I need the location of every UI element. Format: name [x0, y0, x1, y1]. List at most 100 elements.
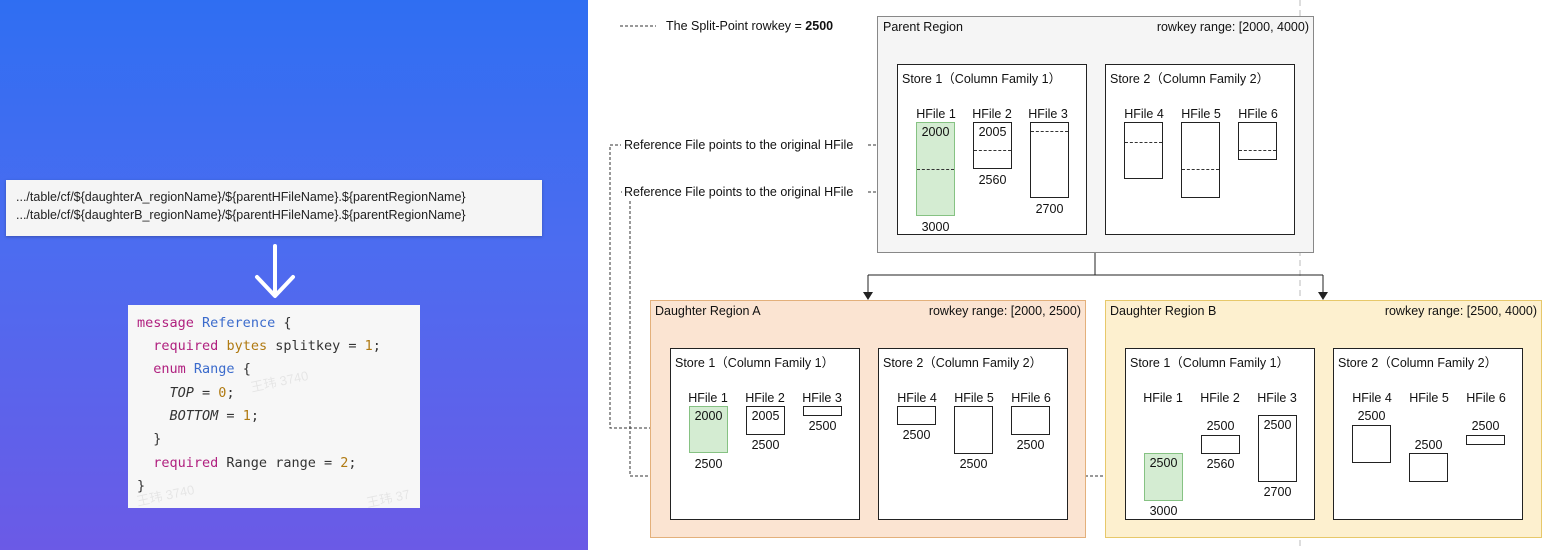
hfile-end-key: 3000	[921, 220, 950, 234]
hfile-6	[1466, 435, 1505, 445]
daughter-b-store-2: Store 2（Column Family 2） HFile 4 HFile 5…	[1333, 348, 1523, 520]
store-title: Store 1（Column Family 1）	[902, 72, 1062, 86]
hfile-label: HFile 5	[1181, 107, 1221, 121]
arrow-to-daughter-a	[863, 292, 873, 300]
hfile-4	[897, 406, 936, 425]
hfile-start-key: 2005	[978, 125, 1007, 139]
code-line-1: message Reference {	[137, 315, 292, 331]
hfile-label: HFile 2	[745, 391, 785, 405]
reference-note-top: Reference File points to the original HF…	[624, 138, 854, 152]
parent-store-1: Store 1（Column Family 1） HFile 1 HFile 2…	[897, 64, 1087, 235]
hfile-end-key: 2560	[978, 173, 1007, 187]
store-title: Store 2（Column Family 2）	[1338, 356, 1498, 370]
hfile-label: HFile 6	[1011, 391, 1051, 405]
path-line-a: .../table/cf/${daughterA_regionName}/${p…	[16, 190, 466, 204]
reference-path-box: .../table/cf/${daughterA_regionName}/${p…	[6, 180, 542, 236]
hfile-start-key: 2500	[1263, 418, 1292, 432]
daughter-b-title: Daughter Region B	[1110, 304, 1217, 318]
split-point-legend: The Split-Point rowkey = 2500	[666, 19, 834, 33]
hfile-4	[1124, 122, 1163, 179]
parent-rowkey-range: rowkey range: [2000, 4000)	[1156, 20, 1309, 34]
hfile-label: HFile 3	[1257, 391, 1297, 405]
hfile-end-key: 3000	[1149, 504, 1178, 518]
hfile-label: HFile 6	[1238, 107, 1278, 121]
hfile-1: 2000	[916, 122, 955, 216]
hfile-3: 2500	[1258, 415, 1297, 482]
arrow-to-daughter-b	[1318, 292, 1328, 300]
hfile-label: HFile 3	[802, 391, 842, 405]
hfile-label: HFile 6	[1466, 391, 1506, 405]
hfile-start-key: 2500	[1149, 456, 1178, 470]
hfile-end-key: 2500	[751, 438, 780, 452]
daughter-b-store-1: Store 1（Column Family 1） HFile 1 HFile 2…	[1125, 348, 1315, 520]
arrow-down-icon	[255, 244, 295, 298]
hfile-5	[1409, 453, 1448, 482]
hfile-1-reference: 2500	[1144, 453, 1183, 501]
code-line-4: TOP = 0;	[169, 385, 235, 401]
hfile-5	[954, 406, 993, 454]
store-title: Store 2（Column Family 2）	[1110, 72, 1270, 86]
parent-store-2: Store 2（Column Family 2） HFile 4 HFile 5…	[1105, 64, 1295, 235]
hfile-end-key: 2500	[808, 419, 837, 433]
store-title: Store 1（Column Family 1）	[675, 356, 835, 370]
code-line-7: required Range range = 2;	[153, 455, 357, 471]
hfile-start-key: 2500	[1357, 409, 1386, 423]
store-title: Store 1（Column Family 1）	[1130, 356, 1290, 370]
hfile-end-key: 2500	[1016, 438, 1045, 452]
hfile-start-key: 2500	[1471, 419, 1500, 433]
daughter-a-store-1: Store 1（Column Family 1） HFile 1 HFile 2…	[670, 348, 860, 520]
daughter-region-a: Daughter Region A rowkey range: [2000, 2…	[650, 300, 1086, 538]
code-line-5: BOTTOM = 1;	[169, 408, 259, 424]
hfile-end-key: 2500	[694, 457, 723, 471]
hfile-end-key: 2560	[1206, 457, 1235, 471]
ref-path-daughter-a	[609, 144, 687, 429]
watermark: 王玮 37	[365, 486, 412, 511]
watermark: 王玮 3740	[249, 368, 310, 395]
hfile-3	[1030, 122, 1069, 198]
path-line-b: .../table/cf/${daughterB_regionName}/${p…	[16, 208, 466, 222]
code-line-8: }	[137, 478, 146, 494]
daughter-region-b: Daughter Region B rowkey range: [2500, 4…	[1105, 300, 1542, 538]
hfile-label: HFile 2	[972, 107, 1012, 121]
hfile-start-key: 2000	[694, 409, 723, 423]
hfile-label: HFile 2	[1200, 391, 1240, 405]
hfile-start-key: 2500	[1414, 438, 1443, 452]
hfile-start-key: 2500	[1206, 419, 1235, 433]
daughter-a-rowkey-range: rowkey range: [2000, 2500)	[928, 304, 1081, 318]
left-panel: .../table/cf/${daughterA_regionName}/${p…	[0, 0, 588, 550]
reference-note-bottom: Reference File points to the original HF…	[624, 185, 854, 199]
hfile-end-key: 2700	[1035, 202, 1064, 216]
hfile-label: HFile 1	[1143, 391, 1183, 405]
hfile-2: 2005	[973, 122, 1012, 169]
hfile-3	[803, 406, 842, 416]
parent-region: Parent Region rowkey range: [2000, 4000)…	[877, 16, 1314, 253]
hfile-start-key: 2000	[921, 125, 950, 139]
hfile-1-reference: 2000	[689, 406, 728, 453]
parent-region-title: Parent Region	[883, 20, 963, 34]
daughter-b-rowkey-range: rowkey range: [2500, 4000)	[1384, 304, 1537, 318]
hfile-2	[1201, 435, 1240, 454]
hfile-label: HFile 1	[688, 391, 728, 405]
hfile-label: HFile 3	[1028, 107, 1068, 121]
split-diagram: The Split-Point rowkey = 2500 Reference …	[588, 0, 1552, 550]
code-line-3: enum Range {	[153, 361, 251, 377]
code-line-6: }	[153, 431, 162, 447]
hfile-label: HFile 4	[1124, 107, 1164, 121]
hfile-5	[1181, 122, 1220, 198]
hfile-label: HFile 5	[954, 391, 994, 405]
hfile-label: HFile 1	[916, 107, 956, 121]
hfile-label: HFile 4	[897, 391, 937, 405]
hfile-label: HFile 4	[1352, 391, 1392, 405]
code-line-2: required bytes splitkey = 1;	[153, 338, 381, 354]
daughter-a-store-2: Store 2（Column Family 2） HFile 4 HFile 5…	[878, 348, 1068, 520]
daughter-a-title: Daughter Region A	[655, 304, 761, 318]
hfile-6	[1011, 406, 1050, 435]
hfile-4	[1352, 425, 1391, 463]
store-title: Store 2（Column Family 2）	[883, 356, 1043, 370]
hfile-end-key: 2500	[959, 457, 988, 471]
hfile-label: HFile 5	[1409, 391, 1449, 405]
hfile-2: 2005	[746, 406, 785, 435]
hfile-start-key: 2005	[751, 409, 780, 423]
protobuf-code-block: message Reference { required bytes split…	[128, 305, 420, 510]
hfile-6	[1238, 122, 1277, 160]
